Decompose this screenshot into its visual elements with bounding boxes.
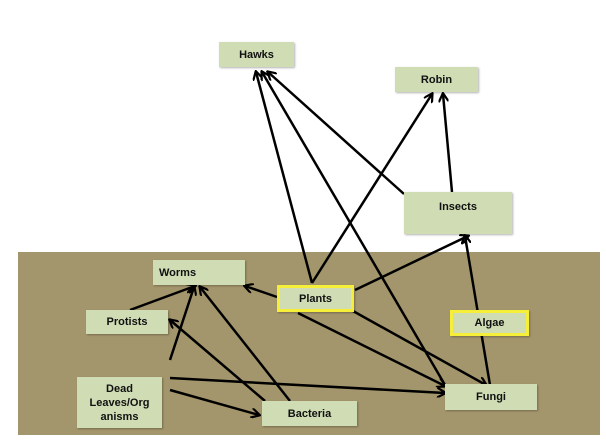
arrow-insects-robin [443,94,454,193]
arrow-fungi-hawks [262,72,447,386]
arrow-deadleaves-bacteria [169,388,259,415]
node-protists: Protists [86,310,168,334]
arrow-plants-hawks [256,72,314,284]
node-fungi: Fungi [445,384,537,410]
node-robin: Robin [395,67,478,92]
node-bacteria: Bacteria [262,401,357,426]
arrow-bacteria-protists [170,320,266,402]
node-insects: Insects [404,192,512,234]
arrow-deadleaves-worms [168,287,194,361]
node-worms: Worms [153,260,245,285]
node-hawks: Hawks [219,42,294,67]
arrow-plants-worms [245,286,278,299]
arrow-plants-insects [354,236,468,292]
arrow-protists-worms [129,286,195,312]
arrow-bacteria-worms [200,287,291,402]
arrow-plants-fungi-2 [352,309,486,385]
arrow-plants-fungi-1 [297,311,445,386]
node-dead-leaves: Dead Leaves/Org anisms [77,377,162,428]
node-algae: Algae [450,310,529,336]
arrow-plants-robin [310,94,432,284]
arrow-insects-hawks [268,72,405,195]
arrow-deadleaves-fungi [169,376,445,393]
node-plants: Plants [277,285,354,312]
